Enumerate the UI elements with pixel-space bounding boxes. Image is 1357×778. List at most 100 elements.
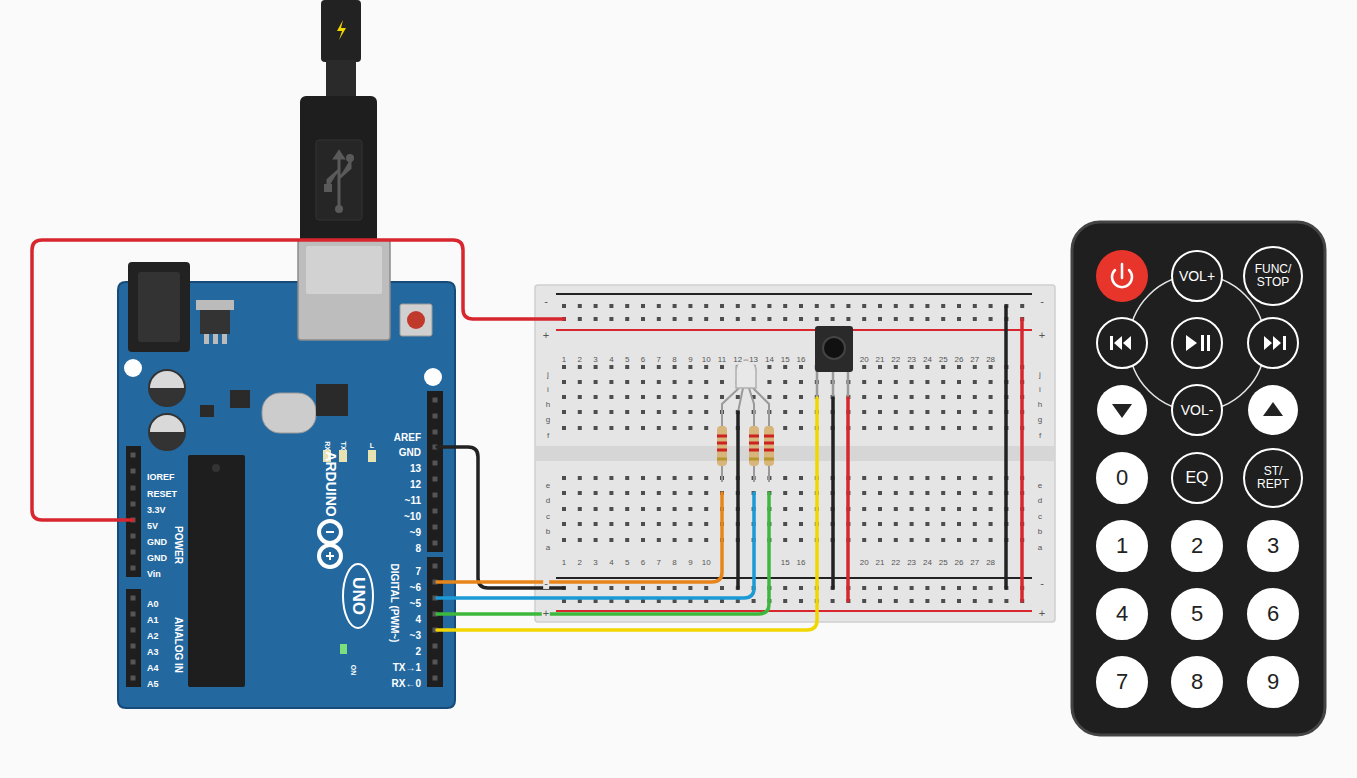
row-letter: g [1037,416,1043,425]
column-number: 22 [890,559,901,568]
small-chip [230,390,250,408]
button-label: 8 [1191,670,1203,693]
number-button: 6 [1247,588,1299,640]
wire [32,240,564,520]
rail-line [556,577,1032,579]
number-button: 1 [1096,520,1148,572]
column-number: 21 [875,356,886,365]
column-number: 1 [561,356,567,365]
breadboard-holes [562,304,1024,603]
capacitor [149,388,185,406]
capacitor [149,370,185,406]
row-letter: c [545,513,551,522]
dc-jack [138,272,180,342]
wire [437,398,817,630]
row-letter: h [545,401,551,410]
prev-icon [1110,336,1131,350]
pin-label: RX←0 [392,678,421,689]
board-label: ANALOG IN [173,617,184,673]
pin-label: TX→1 [393,662,421,673]
pin-label: IOREF [147,473,175,483]
column-number: 2 [577,559,583,568]
pin-label: 4 [415,614,421,625]
column-number: 27 [969,559,980,568]
wire [437,493,754,598]
row-letter: f [1038,432,1042,441]
row-letter: f [546,432,550,441]
column-number: 25 [938,356,949,365]
column-number: 26 [954,356,965,365]
column-number: 20 [859,559,870,568]
column-number: 5 [624,356,630,365]
number-button: 9 [1247,656,1299,708]
column-number: 8 [671,356,677,365]
column-number: 22 [890,356,901,365]
capacitor [149,432,185,450]
button-label: 3 [1267,534,1279,557]
column-number: 23 [906,559,917,568]
microcontroller-chip [188,455,245,687]
pin-label: GND [147,538,167,548]
pin-label: ~3 [410,630,421,641]
down-button [1097,385,1147,435]
row-letter: e [545,482,551,491]
usb-port [298,240,390,340]
sensor-legs [817,370,848,400]
board-label: POWER [173,526,184,564]
column-number: 24 [922,559,933,568]
rail-sign: - [543,577,549,589]
column-number: 5 [624,559,630,568]
pin-label: GND [147,554,167,564]
rail-line [556,610,1032,612]
column-number: 6 [640,356,646,365]
power-button [1096,250,1148,302]
button-label: 0 [1116,466,1128,489]
pin-label: 3.3V [147,506,166,516]
usb-symbol [324,184,332,192]
remote-button: ST/ REPT [1243,448,1303,508]
pin-label: 12 [410,479,421,490]
column-number: 13 [748,356,759,365]
column-number: 7 [656,356,662,365]
column-number: 11 [717,356,727,365]
column-number: 1 [561,559,567,568]
row-letter: i [546,386,550,395]
column-number: 6 [640,559,646,568]
wire [846,398,850,601]
column-number: 28 [985,559,996,568]
button-label: VOL- [1181,403,1214,418]
reset-button [400,304,432,336]
column-number: 15 [780,559,791,568]
remote-button: VOL- [1171,384,1223,436]
button-label: 6 [1267,602,1279,625]
wire [736,412,740,588]
column-number: 27 [969,356,980,365]
small-chip [200,405,214,417]
rail-line [556,329,1032,331]
column-number: 28 [985,356,996,365]
remote-button: FUNC/ STOP [1243,246,1303,306]
usb-symbol [346,154,354,162]
button-label: VOL+ [1179,269,1215,284]
column-number: 12 [732,356,743,365]
breadboard-channel [536,446,1054,461]
column-number: 23 [906,356,917,365]
remote-button: EQ [1171,452,1223,504]
number-button: 8 [1171,656,1223,708]
next-icon [1264,336,1286,350]
pin-header [427,557,443,687]
regulator-tab [196,300,234,310]
usb-cable [326,60,356,100]
column-number: 16 [796,559,807,568]
column-number: 15 [780,356,791,365]
button-label: 1 [1116,534,1128,557]
led-label: L [370,442,374,450]
column-number: 16 [796,356,807,365]
pin-label: 8 [415,543,421,554]
row-letter: a [1037,544,1043,553]
pin-label: 2 [415,646,421,657]
up-icon [1263,402,1283,416]
model-label: UNO [349,577,368,615]
row-letter: j [1038,371,1042,380]
remote-button: VOL+ [1171,250,1223,302]
